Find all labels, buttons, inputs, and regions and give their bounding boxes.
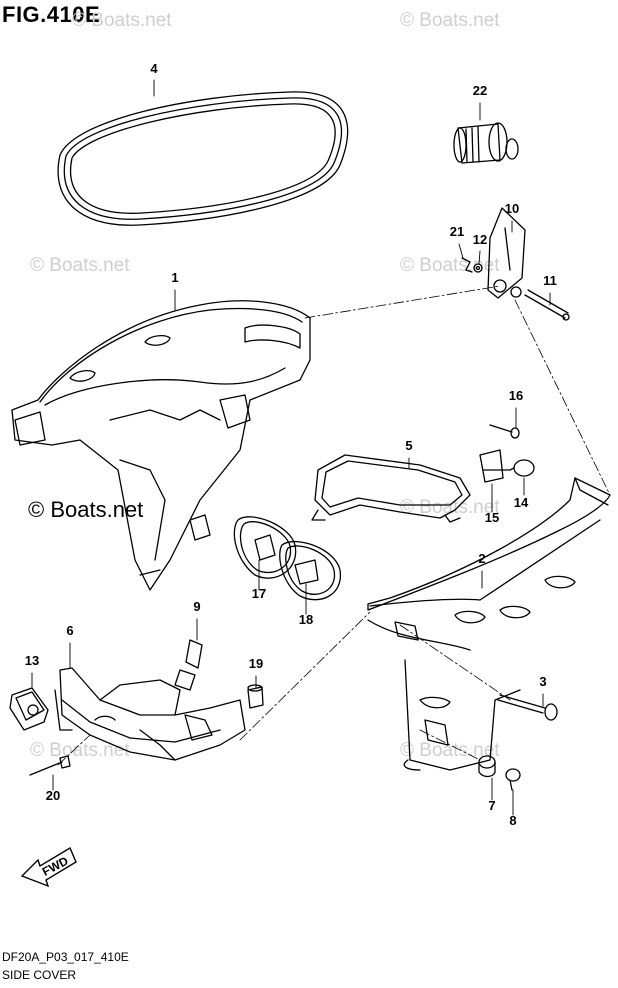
assembly-line-4 (399, 624, 511, 701)
callout-11: 11 (543, 273, 557, 288)
part-6-bracket[interactable] (54, 667, 246, 761)
callout-15: 15 (485, 510, 499, 525)
part-9-bracket[interactable] (174, 639, 203, 691)
callout-20: 20 (46, 788, 60, 803)
callout-17: 17 (252, 586, 266, 601)
figure-name: SIDE COVER (2, 968, 77, 982)
part-12-washer[interactable] (473, 263, 483, 273)
callout-2: 2 (478, 551, 485, 566)
part-14-cap[interactable] (509, 459, 535, 477)
watermark: © Boats.net (400, 497, 500, 518)
watermark: © Boats.net (30, 255, 130, 276)
callout-1: 1 (171, 270, 178, 285)
watermark: © Boats.net (30, 740, 130, 761)
callout-5: 5 (405, 438, 412, 453)
part-5-frame[interactable] (311, 454, 471, 523)
callout-14: 14 (514, 495, 529, 510)
part-1-side-cover[interactable] (11, 300, 311, 591)
callout-8: 8 (509, 813, 516, 828)
callout-4: 4 (150, 61, 158, 76)
callout-18: 18 (299, 612, 313, 627)
watermark: © Boats.net (72, 10, 172, 31)
assembly-line-6 (57, 734, 91, 766)
callout-7: 7 (488, 798, 495, 813)
part-15-clip[interactable] (479, 449, 511, 483)
assembly-line-2 (514, 299, 611, 496)
fwd-arrow-icon: FWD (20, 846, 77, 888)
watermark: © Boats.net (400, 740, 500, 761)
part-17-seal[interactable] (233, 516, 297, 579)
part-8-screw[interactable] (505, 768, 521, 791)
part-18-seal[interactable] (279, 540, 341, 601)
assembly-line-3 (239, 611, 371, 741)
callout-10: 10 (505, 201, 519, 216)
callout-12: 12 (473, 232, 487, 247)
watermark: © Boats.net (400, 10, 500, 31)
part-11-bolt[interactable] (524, 289, 570, 321)
callout-19: 19 (249, 656, 263, 671)
callout-3: 3 (539, 674, 546, 689)
figure-title: FIG.410E (2, 2, 101, 27)
part-19-pin[interactable] (247, 684, 264, 709)
callout-21: 21 (450, 224, 464, 239)
part-3-bolt[interactable] (497, 694, 558, 721)
part-4-seal[interactable] (57, 91, 349, 226)
figure-code: DF20A_P03_017_410E (2, 950, 129, 964)
callout-22: 22 (473, 83, 487, 98)
part-22-grommet[interactable] (453, 122, 519, 164)
callout-6: 6 (66, 623, 73, 638)
part-21-clip[interactable] (461, 257, 473, 273)
part-2-side-cover[interactable] (367, 477, 611, 771)
callout-13: 13 (25, 653, 39, 668)
callout-16: 16 (509, 388, 523, 403)
assembly-line-5 (419, 729, 481, 761)
callout-9: 9 (193, 599, 200, 614)
part-13-grommet[interactable] (9, 687, 49, 731)
assembly-line-1 (304, 285, 501, 319)
part-16-screw[interactable] (489, 424, 520, 439)
part-10-bracket[interactable] (487, 207, 526, 299)
part-20-pin[interactable] (29, 755, 71, 776)
leader-12 (478, 250, 481, 265)
leader-21 (458, 243, 464, 259)
part-7-grommet[interactable] (478, 755, 496, 778)
